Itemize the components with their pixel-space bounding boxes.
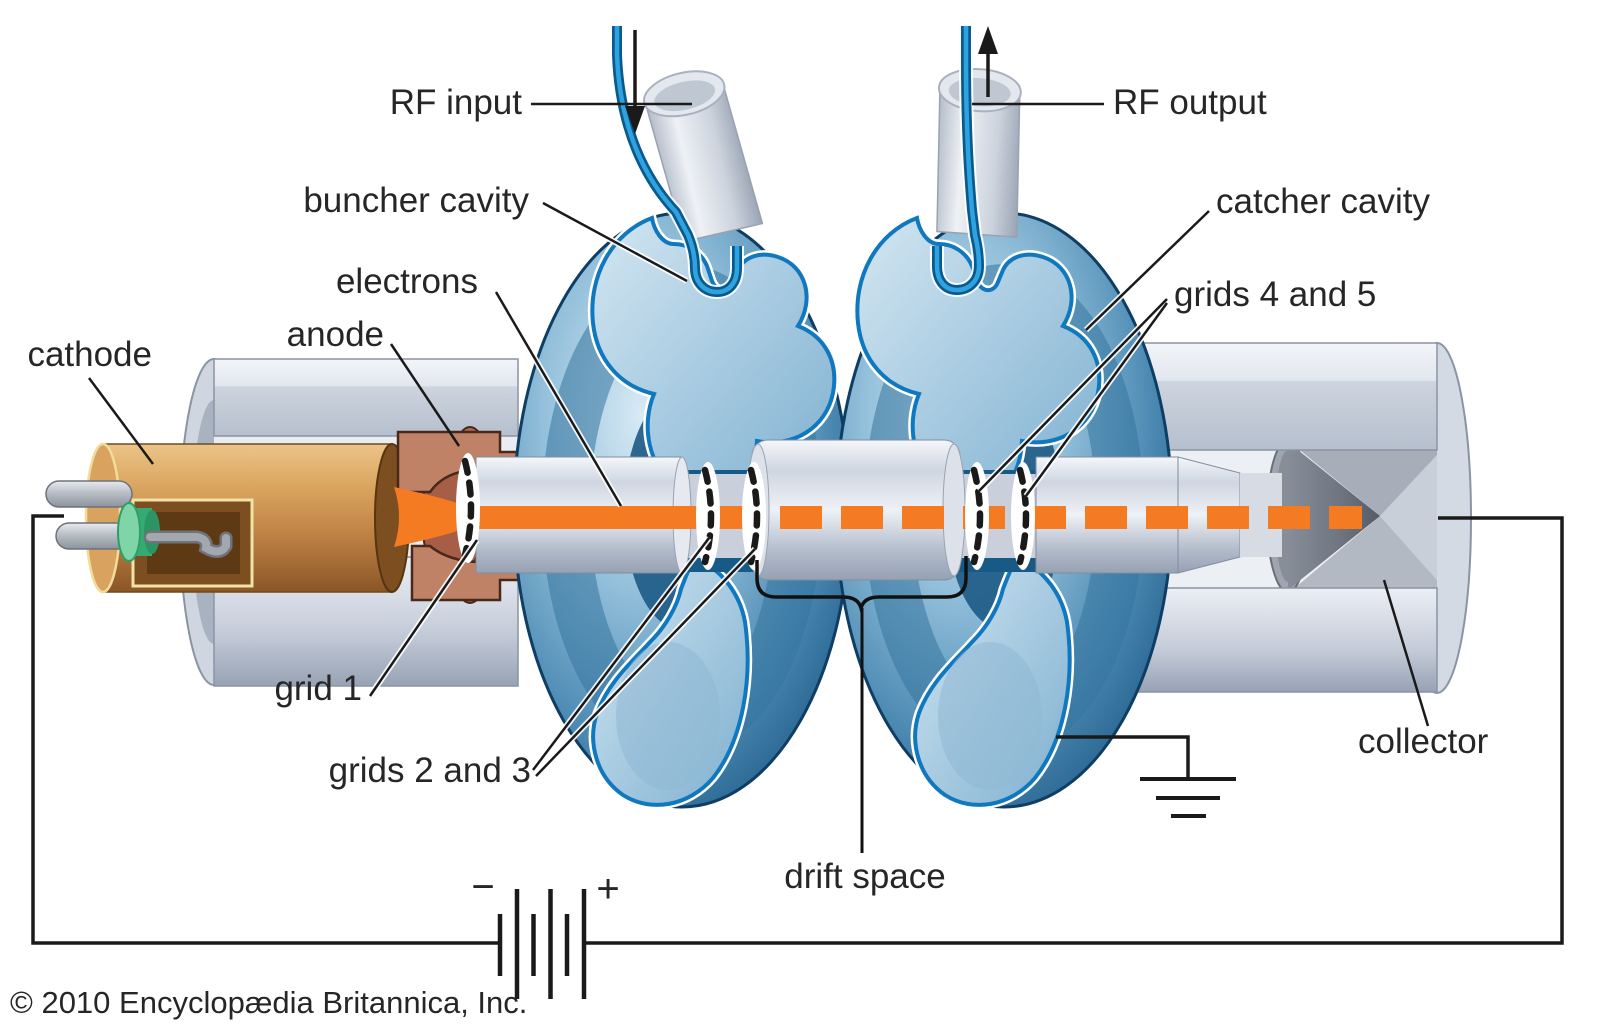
label-grids-2-3: grids 2 and 3 xyxy=(329,751,531,790)
label-collector: collector xyxy=(1358,722,1489,761)
copyright-notice: © 2010 Encyclopædia Britannica, Inc. xyxy=(10,985,527,1020)
leader-lines xyxy=(87,102,1430,779)
grids-2-3-leader-b xyxy=(535,548,756,777)
drift-space-bracket xyxy=(755,556,968,853)
labels: RF input RF output buncher cavity catche… xyxy=(10,83,1489,1020)
rf-input-wire xyxy=(610,26,744,300)
rf-output-arrow-icon xyxy=(978,26,998,97)
grid-5 xyxy=(1011,462,1035,570)
battery-symbol xyxy=(497,889,587,999)
label-rf-output: RF output xyxy=(1113,83,1267,122)
battery-minus-sign: − xyxy=(471,865,494,909)
grid-1 xyxy=(456,453,480,563)
catcher-cavity-leader xyxy=(1085,210,1210,331)
label-anode: anode xyxy=(287,315,384,354)
label-drift-space: drift space xyxy=(784,857,945,896)
collector-leader xyxy=(1382,579,1430,727)
cathode-assembly xyxy=(45,442,410,594)
buncher-cavity xyxy=(514,26,850,807)
ground-symbol xyxy=(1056,735,1236,818)
heater-filament xyxy=(143,530,233,558)
label-grids-4-5: grids 4 and 5 xyxy=(1174,275,1376,314)
rf-input-arrow-icon xyxy=(625,30,645,134)
grids-4-5-leader-b xyxy=(1024,302,1169,497)
label-cathode: cathode xyxy=(27,335,152,374)
catcher-cavity xyxy=(836,26,1172,807)
grid-4 xyxy=(965,462,989,570)
cathode-leader xyxy=(87,377,155,465)
grid-1-leader xyxy=(368,539,479,697)
grids-2-3-leader-a xyxy=(532,537,710,771)
grids xyxy=(456,453,1035,570)
rf-output-wire xyxy=(930,26,987,298)
grids-4-5-leader-a xyxy=(978,298,1168,492)
collector-circuit-wire xyxy=(586,516,1564,945)
label-electrons: electrons xyxy=(336,262,478,301)
cathode-pin-top xyxy=(45,480,133,508)
buncher-cavity-leader xyxy=(542,201,688,283)
label-grid-1: grid 1 xyxy=(274,669,362,708)
external-circuit xyxy=(31,514,1564,999)
anode-leader xyxy=(389,343,461,447)
electrons-leader xyxy=(494,291,623,507)
electron-beam xyxy=(394,487,1362,547)
battery-plus-sign: + xyxy=(596,867,619,911)
grid-3 xyxy=(742,462,766,570)
label-rf-input: RF input xyxy=(390,83,523,122)
label-catcher-cavity: catcher cavity xyxy=(1216,182,1430,221)
label-buncher-cavity: buncher cavity xyxy=(303,181,529,220)
cathode-circuit-wire xyxy=(31,514,498,945)
